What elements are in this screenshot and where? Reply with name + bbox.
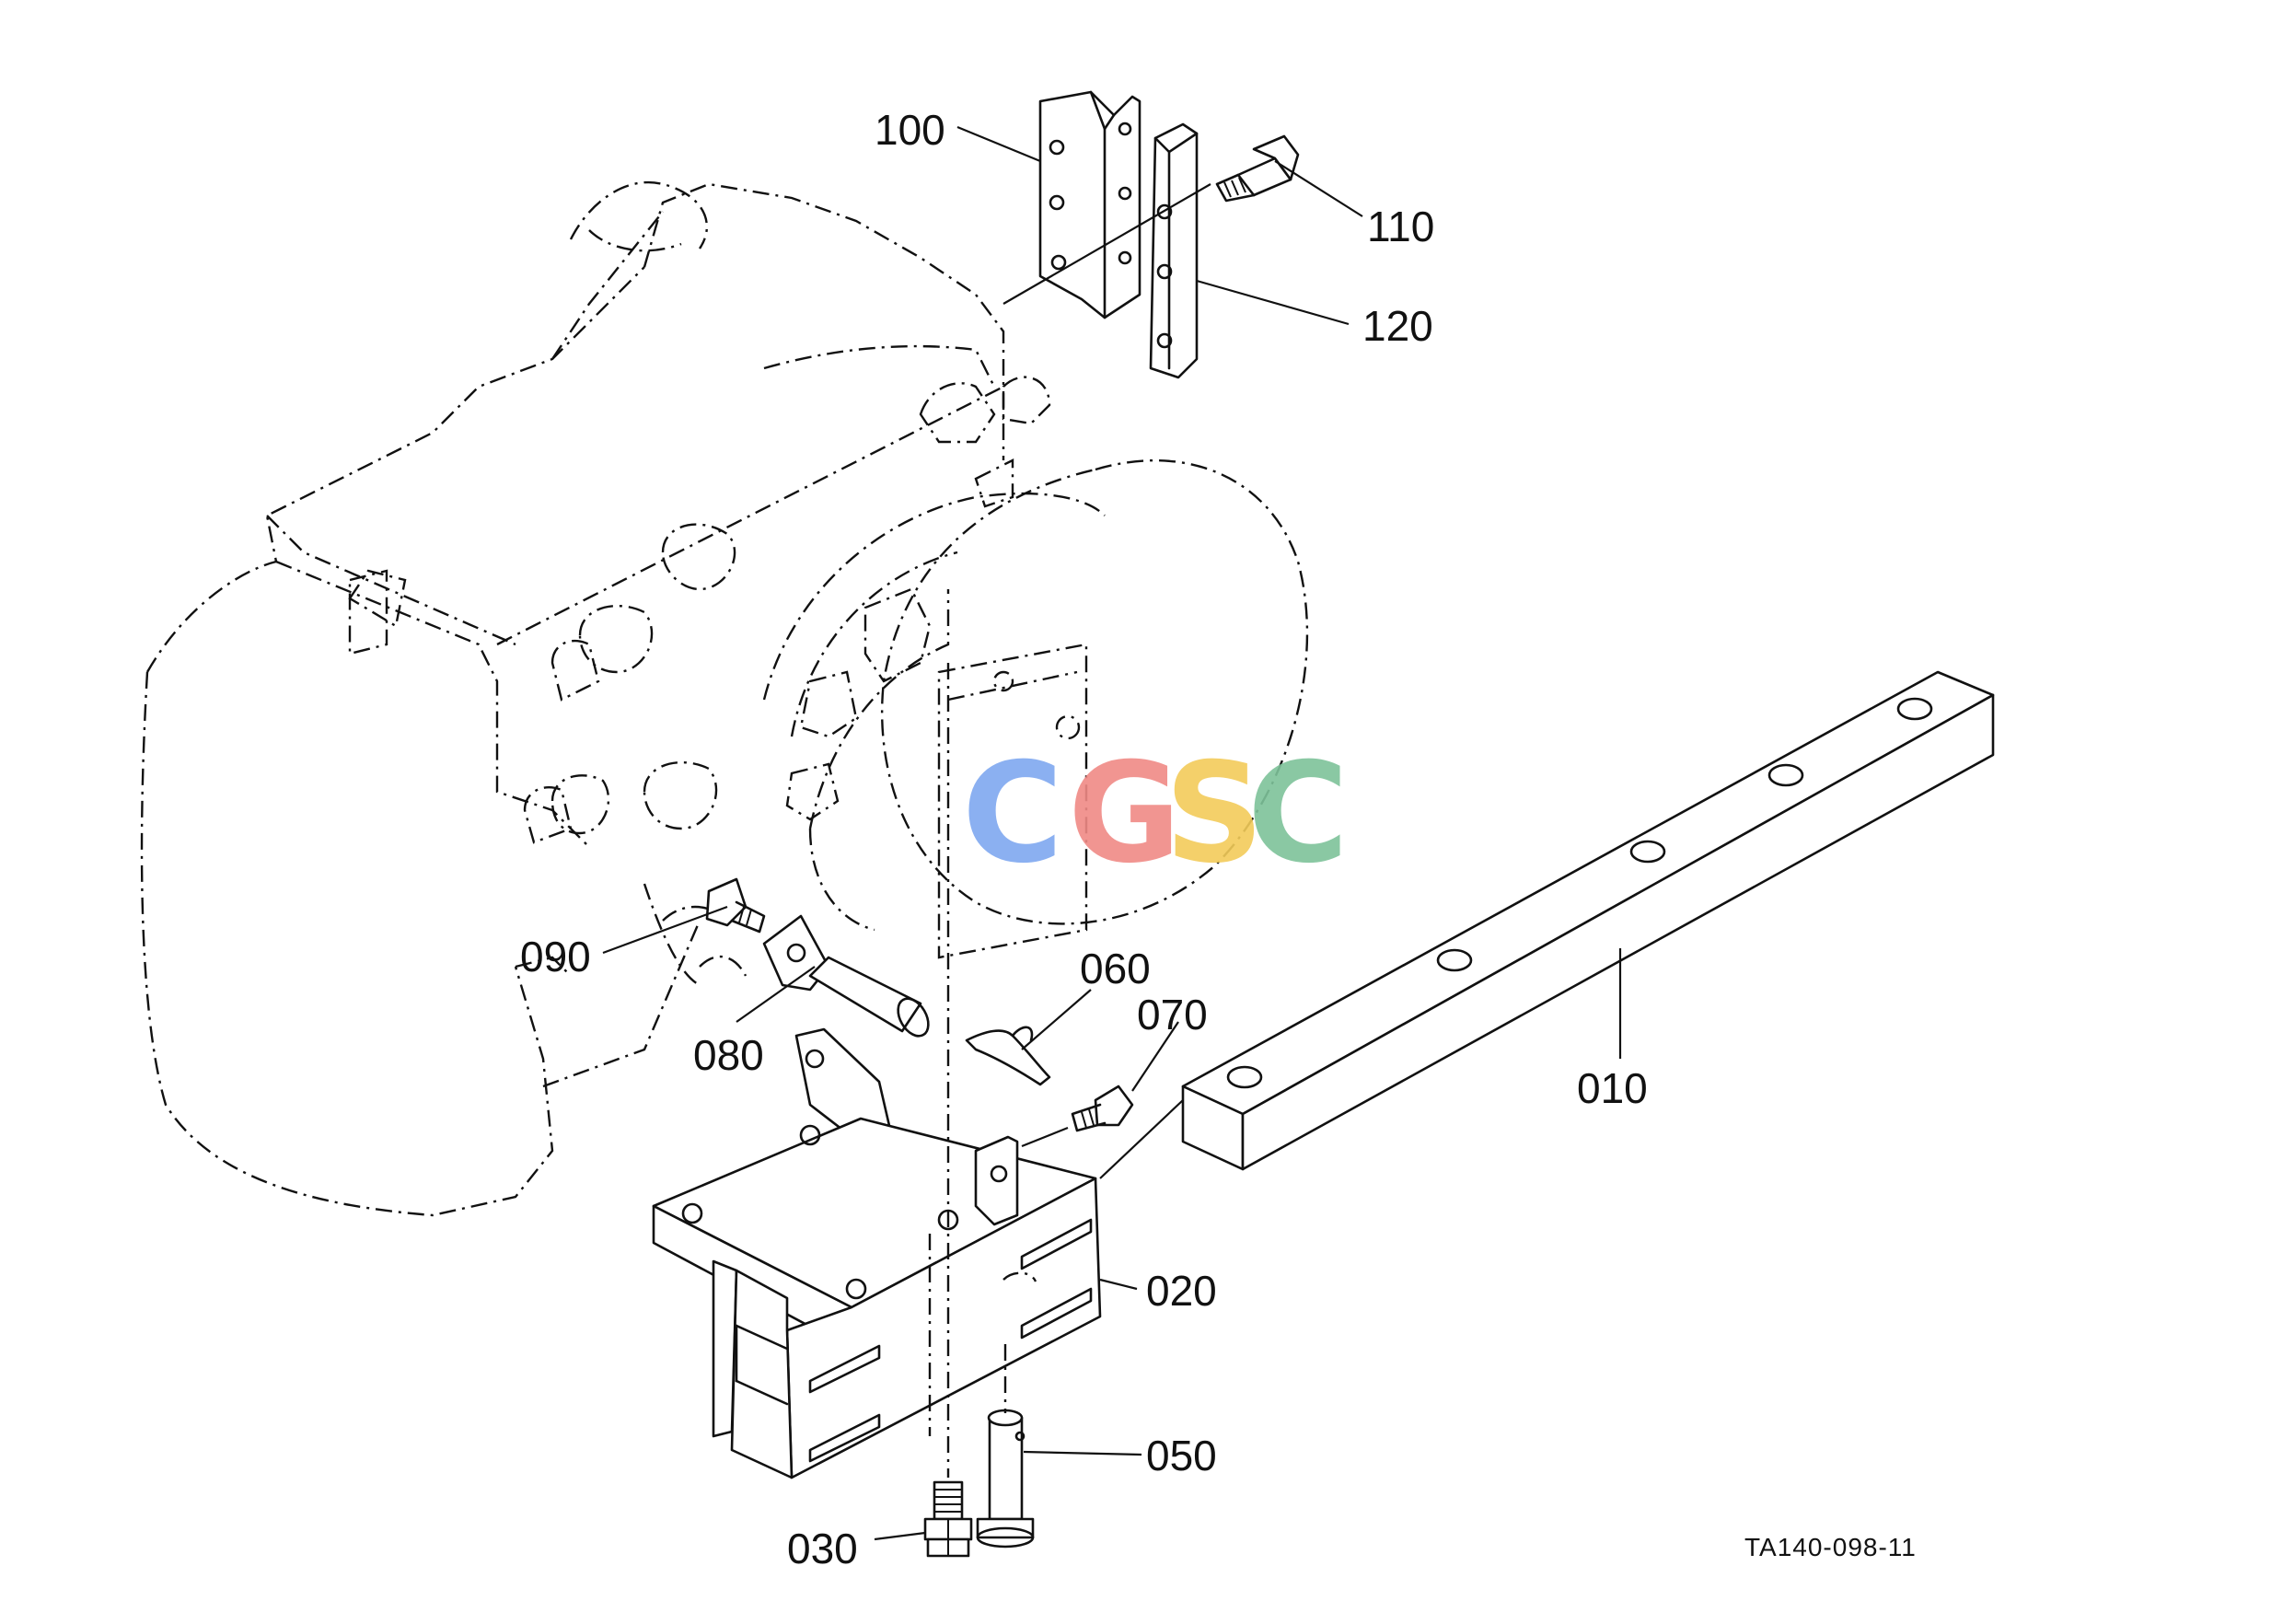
callout-label: 100 <box>875 106 945 154</box>
part-020-drawbar-bracket <box>652 1027 1102 1479</box>
callout-label: 090 <box>520 933 591 980</box>
callout-label: 080 <box>693 1031 764 1079</box>
part-070-bolt <box>1021 1085 1134 1148</box>
part-100-bracket-plate <box>1038 90 1142 319</box>
part-060-clip <box>965 1026 1051 1086</box>
watermark-letter: S <box>1165 734 1264 894</box>
part-010-drawbar <box>1181 670 1995 1171</box>
watermark-letter: C <box>962 734 1063 894</box>
part-030-bolt <box>923 663 973 1558</box>
callout-label: 060 <box>1080 945 1151 992</box>
leader-lines <box>602 125 1622 1541</box>
callout-labels: 100 110 120 110 090 080 060 070 010 020 … <box>520 106 1917 1572</box>
part-080-pin <box>762 914 930 1038</box>
part-090-bolt <box>705 877 766 934</box>
part-110-bracket-strip <box>1149 122 1199 379</box>
transmission-housing <box>140 180 1309 1217</box>
callout-label: 050 <box>1146 1432 1217 1479</box>
callout-label: 020 <box>1146 1267 1217 1315</box>
watermark-logo: C G S C <box>962 734 1349 894</box>
watermark-letter: C <box>1247 734 1349 894</box>
callout-label: 010 <box>1577 1064 1648 1112</box>
part-050-pin <box>976 1344 1035 1549</box>
callout-label: 030 <box>787 1525 858 1572</box>
callout-label: 070 <box>1137 991 1208 1038</box>
callout-label: 110 <box>1367 203 1434 250</box>
watermark-letter: G <box>1068 734 1181 894</box>
callout-label: 120 <box>1362 302 1433 350</box>
drawing-reference-code: TA140-098-11 <box>1744 1533 1917 1561</box>
